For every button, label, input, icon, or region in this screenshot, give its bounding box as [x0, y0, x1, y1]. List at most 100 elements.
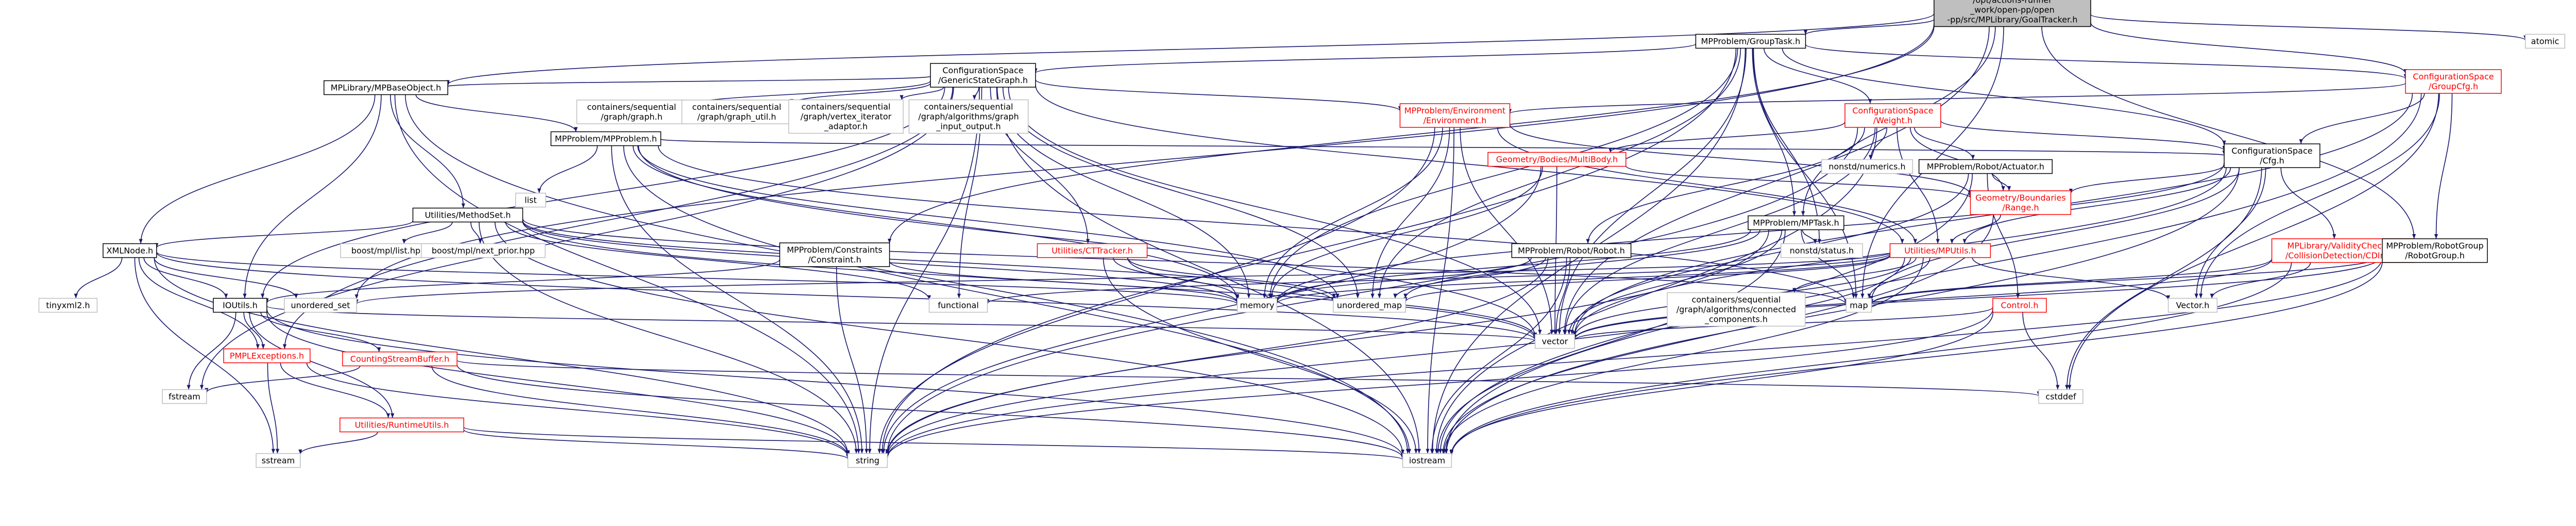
node-list: list: [515, 192, 546, 208]
edge-mputils-to-vectorh: [1972, 257, 2171, 300]
node-box: [1821, 159, 1913, 174]
node-actuator[interactable]: MPProblem/Robot/Actuator.h: [1918, 159, 2053, 174]
node-label: /GenericStateGraph.h: [938, 75, 1028, 85]
node-ioutils[interactable]: IOUtils.h: [213, 298, 267, 313]
node-label: fstream: [168, 392, 200, 402]
node-mpbaseobject[interactable]: MPLibrary/MPBaseObject.h: [324, 80, 448, 95]
node-box: [213, 298, 267, 313]
node-cfg[interactable]: ConfigurationSpace/Cfg.h: [2224, 143, 2320, 168]
node-label: cstddef: [2045, 392, 2076, 402]
node-box: [223, 348, 311, 364]
node-mptask[interactable]: MPProblem/MPTask.h: [1748, 215, 1844, 231]
edge-ioutils-to-fstream: [187, 312, 236, 390]
node-label: iostream: [1409, 456, 1445, 466]
edge-groupcfg-to-cstddef: [2067, 93, 2439, 390]
node-label: Geometry/Bodies/MultiBody.h: [1496, 155, 1618, 165]
node-robot[interactable]: MPProblem/Robot/Robot.h: [1511, 243, 1632, 258]
node-label: /GroupCfg.h: [2429, 81, 2478, 91]
node-tinyxml: tinyxml2.h: [38, 298, 98, 313]
node-box: [1918, 159, 2053, 174]
edge-clockclass-to-iostream: [1103, 257, 1418, 454]
node-clockclass[interactable]: Utilities/CTTracker.h: [1037, 243, 1148, 258]
node-label: ConfigurationSpace: [1852, 106, 1933, 116]
node-constraint[interactable]: MPProblem/Constraints/Constraint.h: [779, 242, 890, 267]
edge-mpproblem-to-vector: [638, 145, 1537, 337]
node-box: [1934, 0, 2091, 27]
node-seqalgoio: containers/sequential/graph/algorithms/g…: [908, 99, 1029, 134]
edge-control-to-cstddef: [2022, 312, 2060, 390]
node-label: /graph/graph.h: [601, 112, 663, 122]
edge-grouptask-to-unorderedmap: [1377, 48, 1741, 299]
node-label: /CollisionDetection/CDInfo.h: [2285, 251, 2401, 260]
node-atomic: atomic: [2524, 34, 2566, 49]
node-box: [2038, 389, 2083, 404]
node-countingstream[interactable]: CountingStreamBuffer.h: [342, 351, 457, 367]
edge-cdinfo-to-iostream: [1449, 262, 2292, 455]
node-box: [930, 63, 1036, 88]
edge-root-to-mpbaseobject: [446, 13, 1935, 85]
edge-mpbaseobject-to-iostream: [404, 94, 1410, 454]
edge-mpbaseobject-to-string: [394, 94, 861, 454]
node-pmplexceptions[interactable]: PMPLExceptions.h: [223, 348, 311, 364]
node-label: PMPLExceptions.h: [230, 351, 304, 361]
node-label: _input_output.h: [936, 122, 1001, 132]
node-box: [1748, 215, 1844, 231]
node-label: /Environment.h: [1423, 116, 1487, 125]
edge-mpproblem-to-cfg: [660, 139, 2225, 156]
node-label: /Range.h: [2002, 203, 2039, 212]
edge-mputils-to-functional: [986, 253, 1891, 304]
node-xmlnode[interactable]: XMLNode.h: [103, 243, 157, 258]
node-box: [1037, 243, 1148, 258]
edge-weight-to-multibody: [1608, 121, 1845, 153]
node-box: [1333, 298, 1406, 313]
edge-methodset-to-unorderedmap: [522, 220, 1335, 302]
node-control[interactable]: Control.h: [1992, 298, 2047, 313]
node-runtimeutils[interactable]: Utilities/RuntimeUtils.h: [340, 417, 464, 433]
node-label: -pp/src/MPLibrary/GoalTracker.h: [1947, 15, 2078, 25]
node-label: ConfigurationSpace: [942, 65, 1023, 75]
node-methodset[interactable]: Utilities/MethodSet.h: [412, 207, 523, 223]
edge-ioutils-to-pmplexceptions: [243, 312, 265, 349]
node-seqgraphutil: containers/sequential/graph/graph_util.h: [681, 100, 792, 124]
edge-ioutils-to-iostream: [266, 308, 1405, 457]
edge-constraint-to-string: [836, 266, 869, 454]
edge-robotgroup-to-string: [885, 257, 2383, 458]
node-label: Utilities/MPUtils.h: [1904, 246, 1976, 256]
node-mplnextprior: boost/mpl/next_prior.hpp: [421, 243, 546, 258]
node-label: tinyxml2.h: [46, 301, 90, 310]
edge-robotgroup-to-vector: [1572, 256, 2383, 340]
node-robotgroup[interactable]: MPProblem/RobotGroup/RobotGroup.h: [2382, 238, 2488, 263]
node-root[interactable]: /opt/actions-runner_work/open-pp/open-pp…: [1934, 0, 2091, 27]
node-cspacegeneric[interactable]: ConfigurationSpace/GenericStateGraph.h: [930, 63, 1036, 88]
node-environment[interactable]: MPProblem/Environment/Environment.h: [1399, 103, 1511, 128]
edge-weight-to-robot: [1586, 127, 1866, 244]
edge-pmplexceptions-to-sstream: [267, 363, 280, 454]
edge-cfg-to-mputils: [1962, 167, 2231, 244]
node-memory: memory: [1236, 298, 1278, 313]
node-box: [1845, 298, 1872, 313]
node-mputils[interactable]: Utilities/MPUtils.h: [1889, 243, 1991, 258]
edge-range-to-iostream: [1441, 214, 1994, 454]
node-label: /graph/graph_util.h: [698, 112, 776, 122]
node-label: Vector.h: [2176, 301, 2210, 310]
edge-actuator-to-range: [1992, 173, 2011, 191]
edge-control-to-iostream: [1449, 312, 1994, 454]
edge-ioutils-to-countingstream: [260, 312, 381, 352]
node-seqconnected: containers/sequential/graph/algorithms/c…: [1667, 292, 1806, 327]
node-grouptask[interactable]: MPProblem/GroupTask.h: [1695, 34, 1806, 49]
edge-multibody-to-range: [1625, 165, 1972, 199]
node-groupcfg[interactable]: ConfigurationSpace/GroupCfg.h: [2405, 69, 2502, 94]
node-label: MPProblem/Robot/Robot.h: [1518, 246, 1625, 256]
node-box: [2524, 34, 2566, 49]
node-label: nonstd/numerics.h: [1828, 162, 1905, 172]
edge-mptask-to-string: [885, 229, 1770, 456]
edge-environment-to-memory: [1262, 127, 1443, 299]
edge-cfg-to-vectorh: [2194, 167, 2266, 299]
node-weight[interactable]: ConfigurationSpace/Weight.h: [1844, 103, 1941, 128]
node-multibody[interactable]: Geometry/Bodies/MultiBody.h: [1487, 152, 1626, 167]
node-range[interactable]: Geometry/Boundaries/Range.h: [1970, 190, 2072, 215]
node-mpproblem[interactable]: MPProblem/MPProblem.h: [550, 131, 662, 146]
edge-weight-to-range: [1909, 127, 2005, 191]
node-label: sstream: [262, 456, 295, 466]
